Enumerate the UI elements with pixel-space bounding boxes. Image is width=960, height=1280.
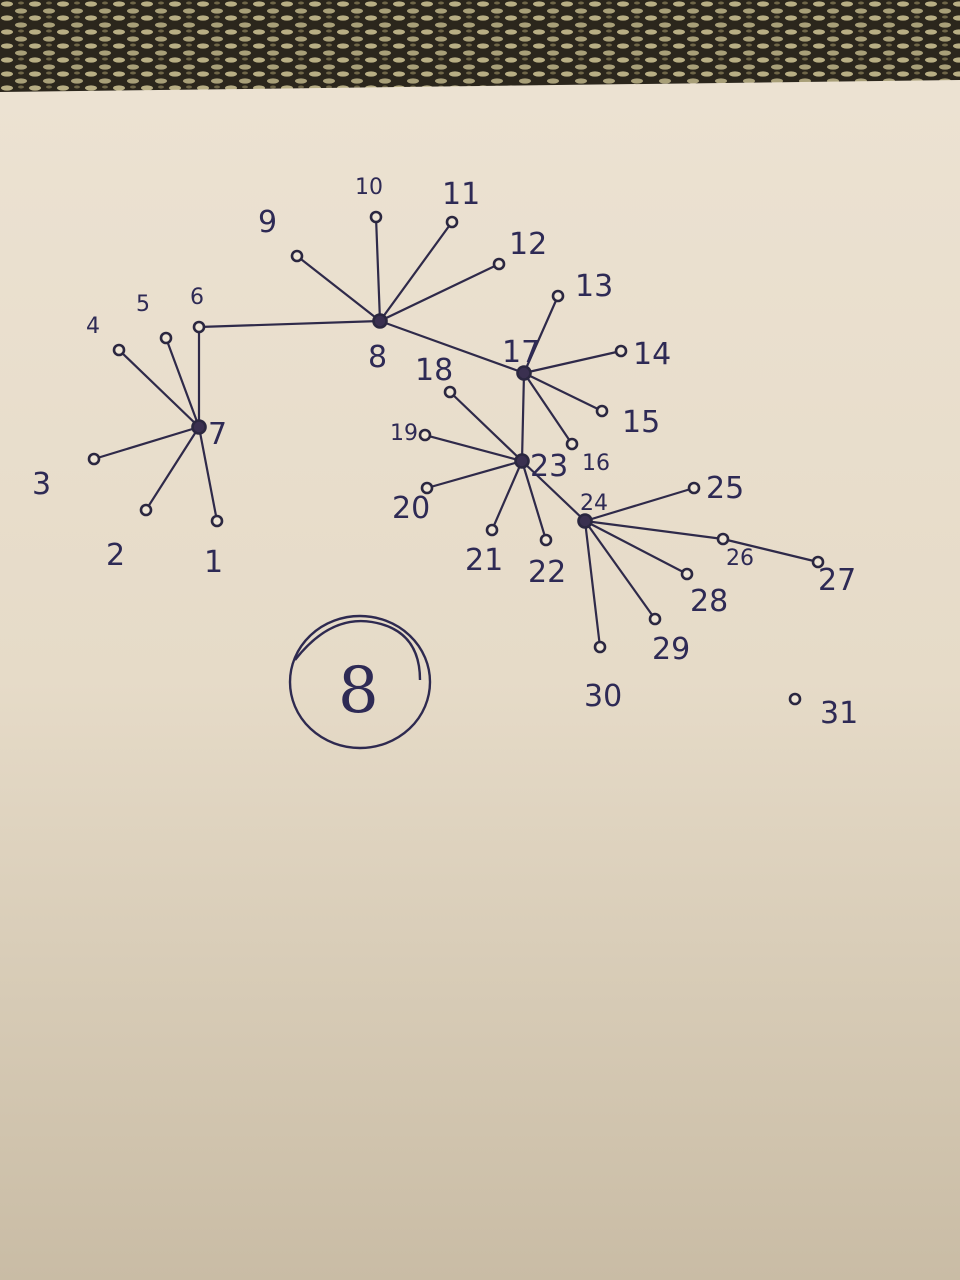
node-4 xyxy=(112,343,126,357)
graph-edges xyxy=(92,215,820,649)
node-21 xyxy=(485,523,499,537)
edge-17-13 xyxy=(522,294,560,375)
node-label-7: 7 xyxy=(208,417,227,452)
node-31 xyxy=(788,692,802,706)
node-14 xyxy=(614,344,628,358)
node-30 xyxy=(593,640,607,654)
edge-8-12 xyxy=(378,262,501,323)
node-label-30: 30 xyxy=(584,679,622,714)
edge-23-19 xyxy=(423,433,524,463)
edge-7-2 xyxy=(144,425,201,512)
edge-23-22 xyxy=(520,459,548,542)
edge-17-15 xyxy=(522,371,604,413)
node-label-12: 12 xyxy=(509,227,547,262)
node-11 xyxy=(445,215,459,229)
node-label-29: 29 xyxy=(652,632,690,667)
node-label-14: 14 xyxy=(633,337,671,372)
edge-7-4 xyxy=(117,348,201,429)
edge-24-30 xyxy=(583,519,602,649)
node-label-5: 5 xyxy=(136,292,150,317)
node-label-19: 19 xyxy=(390,421,418,446)
node-label-9: 9 xyxy=(258,205,277,240)
node-label-11: 11 xyxy=(442,177,480,212)
edge-24-25 xyxy=(583,486,696,523)
node-label-27: 27 xyxy=(818,563,856,598)
node-1 xyxy=(210,514,224,528)
edge-7-3 xyxy=(92,425,201,461)
edge-8-17 xyxy=(378,319,526,375)
node-5 xyxy=(159,331,173,345)
node-label-17: 17 xyxy=(502,335,540,370)
node-29 xyxy=(648,612,662,626)
node-label-31: 31 xyxy=(820,696,858,731)
edge-7-5 xyxy=(164,336,201,429)
node-27 xyxy=(811,555,825,569)
edge-7-1 xyxy=(197,425,219,523)
node-label-28: 28 xyxy=(690,584,728,619)
edge-17-14 xyxy=(522,349,623,375)
edge-24-26 xyxy=(583,519,725,541)
edge-17-23 xyxy=(520,371,526,463)
node-13 xyxy=(551,289,565,303)
node-15 xyxy=(595,404,609,418)
node-20 xyxy=(420,481,434,495)
node-26 xyxy=(716,532,730,546)
edge-26-27 xyxy=(721,537,820,564)
node-2 xyxy=(139,503,153,517)
node-19 xyxy=(418,428,432,442)
edge-17-16 xyxy=(522,371,574,446)
node-22 xyxy=(539,533,553,547)
node-label-20: 20 xyxy=(392,491,430,526)
node-label-8: 8 xyxy=(368,340,387,375)
node-24 xyxy=(577,513,593,529)
node-label-1: 1 xyxy=(204,545,223,580)
node-3 xyxy=(87,452,101,466)
node-12 xyxy=(492,257,506,271)
edge-8-10 xyxy=(374,215,382,323)
node-label-18: 18 xyxy=(415,353,453,388)
edge-24-29 xyxy=(583,519,657,621)
node-label-21: 21 xyxy=(465,543,503,578)
node-label-10: 10 xyxy=(355,175,383,200)
node-23 xyxy=(514,453,530,469)
node-16 xyxy=(565,437,579,451)
edge-23-18 xyxy=(448,390,524,463)
node-28 xyxy=(680,567,694,581)
node-10 xyxy=(369,210,383,224)
node-17 xyxy=(516,365,532,381)
node-label-3: 3 xyxy=(32,467,51,502)
node-18 xyxy=(443,385,457,399)
edge-23-21 xyxy=(490,459,524,532)
node-8 xyxy=(372,313,388,329)
node-9 xyxy=(290,249,304,263)
node-label-6: 6 xyxy=(190,285,204,310)
node-label-25: 25 xyxy=(706,471,744,506)
node-label-4: 4 xyxy=(86,314,100,339)
edge-6-8 xyxy=(197,319,382,329)
node-label-22: 22 xyxy=(528,555,566,590)
node-25 xyxy=(687,481,701,495)
node-label-24: 24 xyxy=(580,491,608,516)
node-label-15: 15 xyxy=(622,405,660,440)
graph-nodes xyxy=(87,210,825,706)
edge-24-28 xyxy=(583,519,689,576)
node-label-13: 13 xyxy=(575,269,613,304)
node-label-26: 26 xyxy=(726,546,754,571)
node-7 xyxy=(191,419,207,435)
edge-8-9 xyxy=(295,254,382,323)
circled-number-mark: 8 xyxy=(288,614,432,750)
node-label-2: 2 xyxy=(106,538,125,573)
node-label-16: 16 xyxy=(582,451,610,476)
node-label-23: 23 xyxy=(530,449,568,484)
node-6 xyxy=(192,320,206,334)
circled-number-label: 8 xyxy=(338,654,379,728)
edge-8-11 xyxy=(378,220,454,323)
edge-23-20 xyxy=(425,459,524,490)
edge-23-24 xyxy=(520,459,587,523)
paper-sheet xyxy=(0,80,960,1280)
